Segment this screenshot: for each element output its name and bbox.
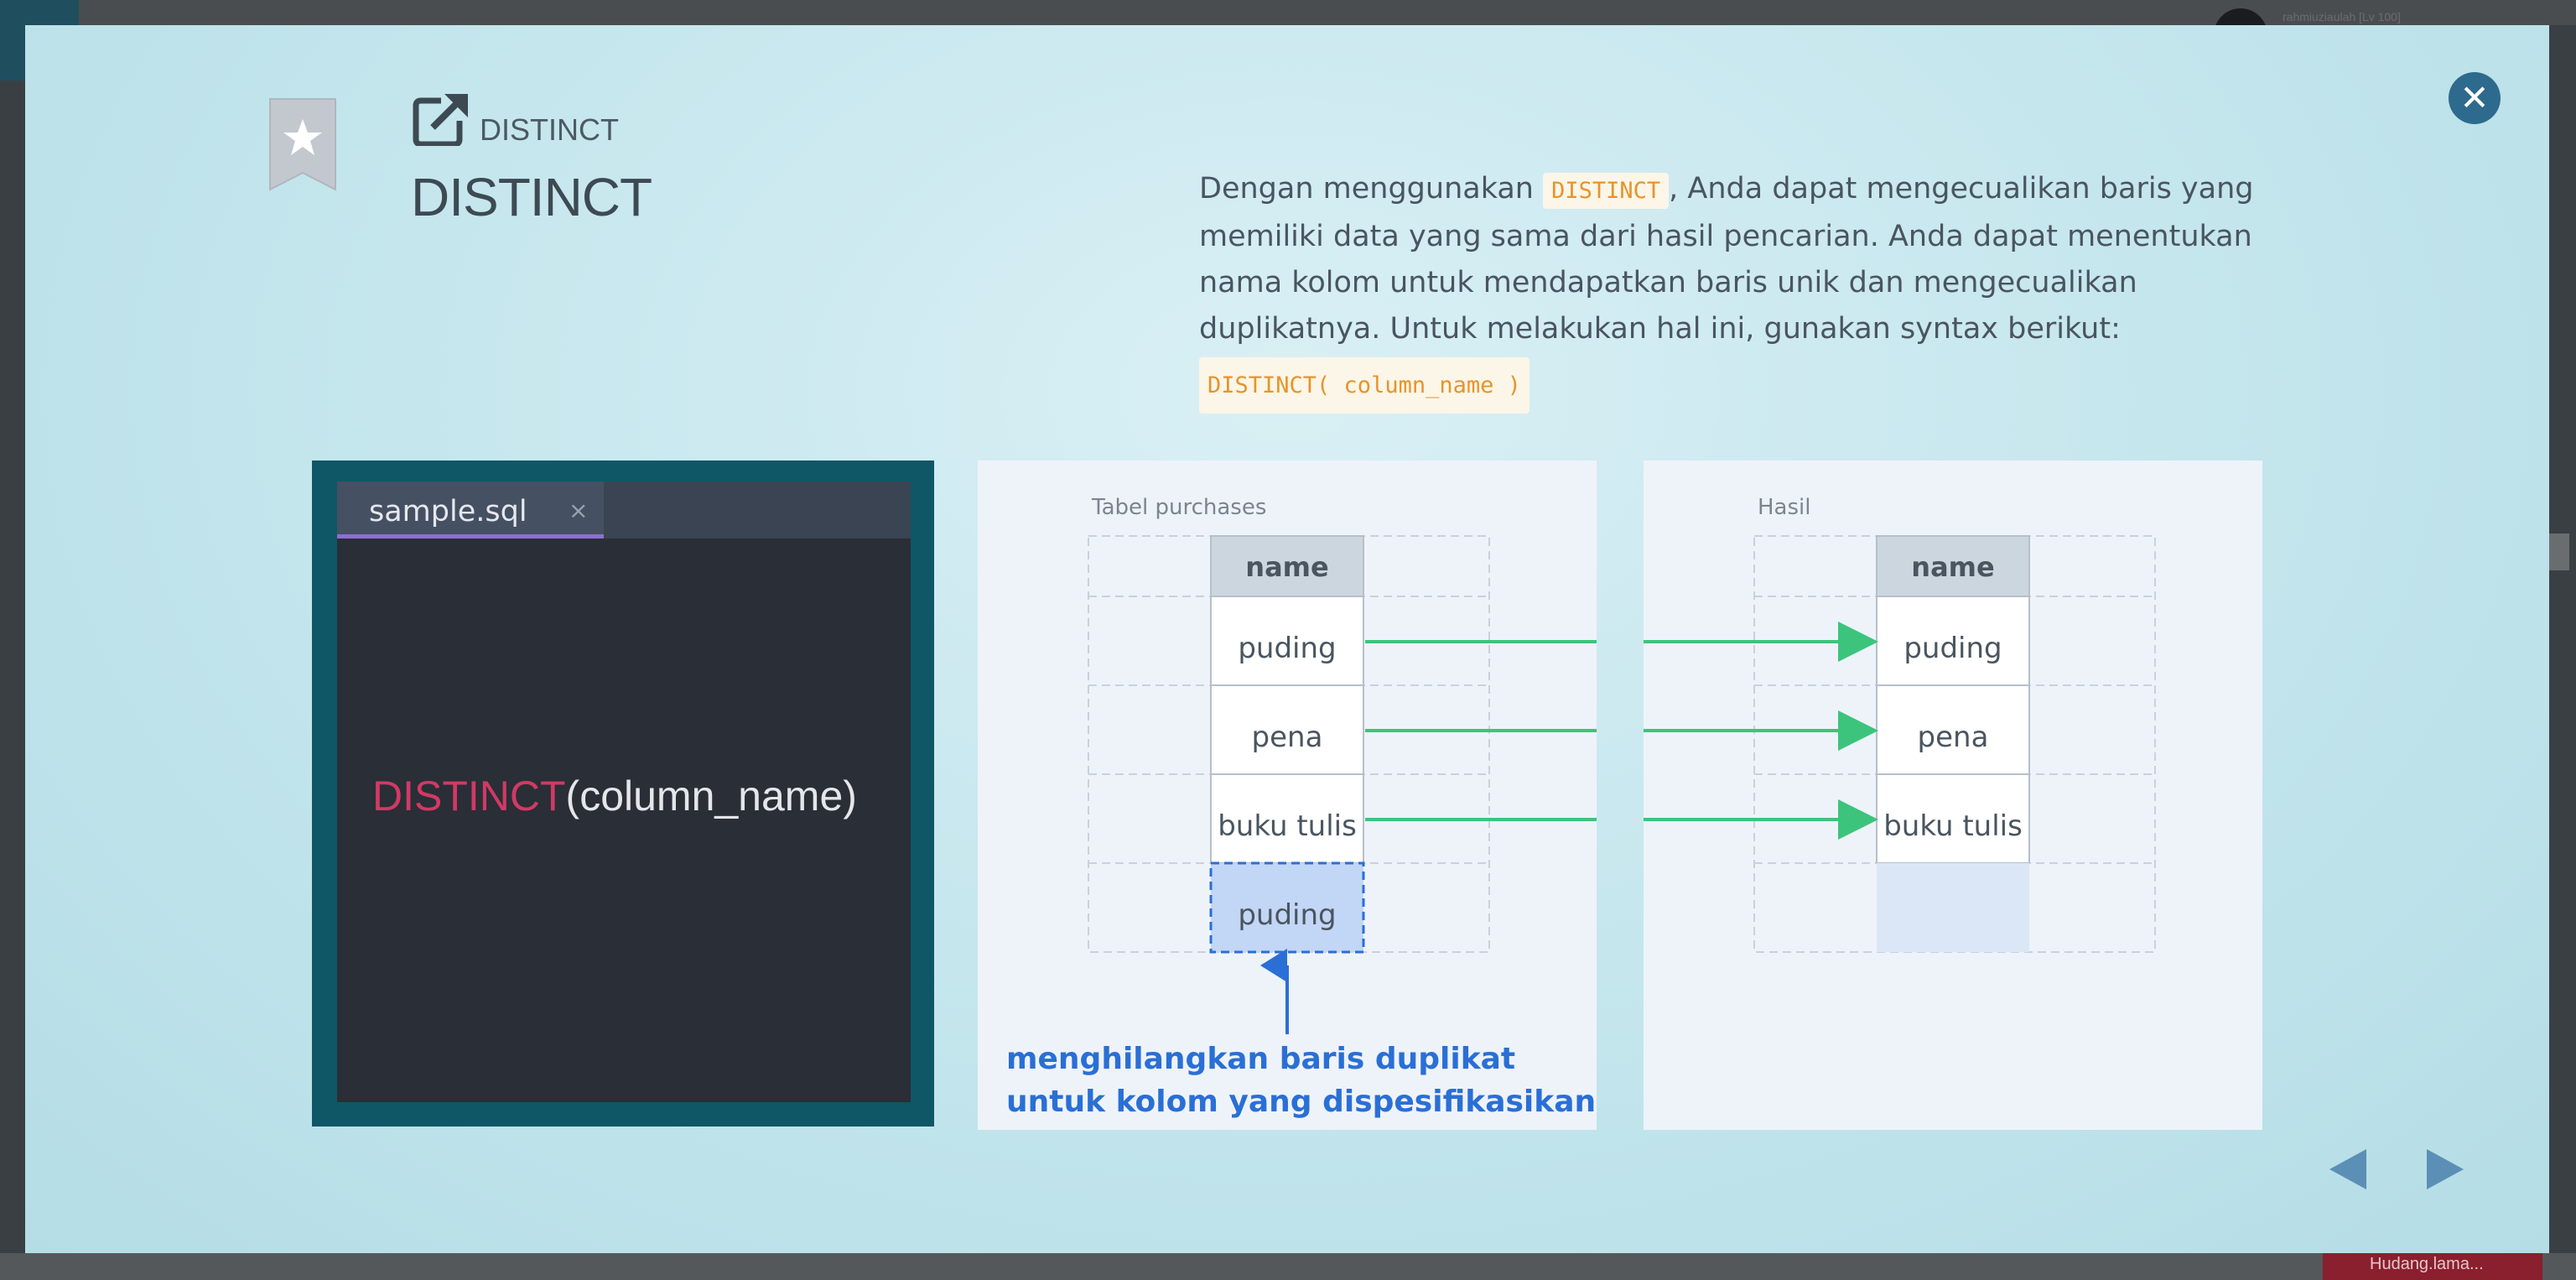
cell-value: buku tulis — [1218, 809, 1357, 843]
cell-value: pena — [1918, 721, 1989, 754]
duplicate-row — [1209, 861, 1365, 954]
source-table-panel: Tabel purchases name puding pena buku tu… — [978, 460, 1597, 1130]
annotation-line-2: untuk kolom yang dispesifikasikan — [1006, 1085, 1596, 1119]
background-username: rahmiuziaulah [Lv 100] — [2283, 10, 2401, 23]
arrow-left-icon[interactable] — [2324, 1144, 2371, 1194]
inline-code: DISTINCT — [1543, 173, 1670, 209]
slide-description: Dengan menggunakan DISTINCT, Anda dapat … — [1199, 166, 2289, 414]
background-scrollbar — [2549, 533, 2569, 570]
empty-row — [1877, 863, 2029, 952]
table-grid — [1753, 535, 2156, 953]
external-link-icon — [413, 94, 468, 146]
table-row — [1210, 773, 1364, 864]
description-text: , Anda dapat mengecualikan baris yang me… — [1199, 172, 2254, 346]
cell-value: puding — [1903, 632, 2002, 665]
close-icon[interactable]: ✕ — [2449, 72, 2501, 124]
arrow-right-icon[interactable] — [2422, 1144, 2469, 1194]
editor-tabbar: sample.sql × — [337, 481, 911, 539]
editor-tab-label: sample.sql — [369, 495, 527, 528]
description-text: Dengan menggunakan — [1199, 172, 1544, 206]
green-arrow-lines — [1365, 640, 1597, 821]
background-bottom-button: Hudang.lama... — [2323, 1248, 2542, 1280]
code-keyword: DISTINCT — [372, 773, 566, 820]
cell-value: buku tulis — [1883, 809, 2023, 843]
table-grid — [1088, 535, 1490, 953]
bookmark-star-icon[interactable] — [267, 96, 339, 195]
slide-modal: ✕ DISTINCT DISTINCT Dengan menggunakan D… — [25, 25, 2549, 1253]
cell-value-duplicate: puding — [1238, 898, 1336, 932]
code-argument: (column_name) — [565, 773, 857, 820]
cell-value: puding — [1238, 632, 1336, 665]
column-header-cell — [1876, 535, 2030, 597]
code-line: DISTINCT(column_name) — [372, 772, 857, 820]
result-table-caption: Hasil — [1758, 495, 1810, 520]
green-arrows — [1644, 622, 1878, 840]
result-table-diagram: Hasil name puding pena buku tulis — [1644, 495, 2156, 953]
column-header-cell — [1210, 535, 1364, 597]
source-table-diagram: Tabel purchases name puding pena buku tu… — [1006, 495, 1597, 1119]
syntax-code: DISTINCT( column_name ) — [1199, 357, 1530, 414]
slide-subtitle: DISTINCT — [480, 112, 619, 147]
result-table-panel: Hasil name puding pena buku tulis — [1644, 460, 2262, 1130]
background-bottombar — [0, 1253, 2576, 1280]
background-topbar — [0, 0, 2576, 25]
column-header: name — [1911, 551, 1994, 583]
column-header: name — [1245, 551, 1328, 583]
table-row — [1876, 596, 2030, 686]
source-table-caption: Tabel purchases — [1091, 495, 1266, 520]
cell-value: pena — [1252, 721, 1323, 754]
tab-close-icon[interactable]: × — [569, 497, 589, 524]
editor-tab[interactable]: sample.sql × — [337, 481, 604, 539]
code-editor: sample.sql × DISTINCT(column_name) — [337, 481, 911, 1102]
slide-title: DISTINCT — [411, 167, 652, 227]
annotation-line-1: menghilangkan baris duplikat — [1006, 1042, 1515, 1076]
